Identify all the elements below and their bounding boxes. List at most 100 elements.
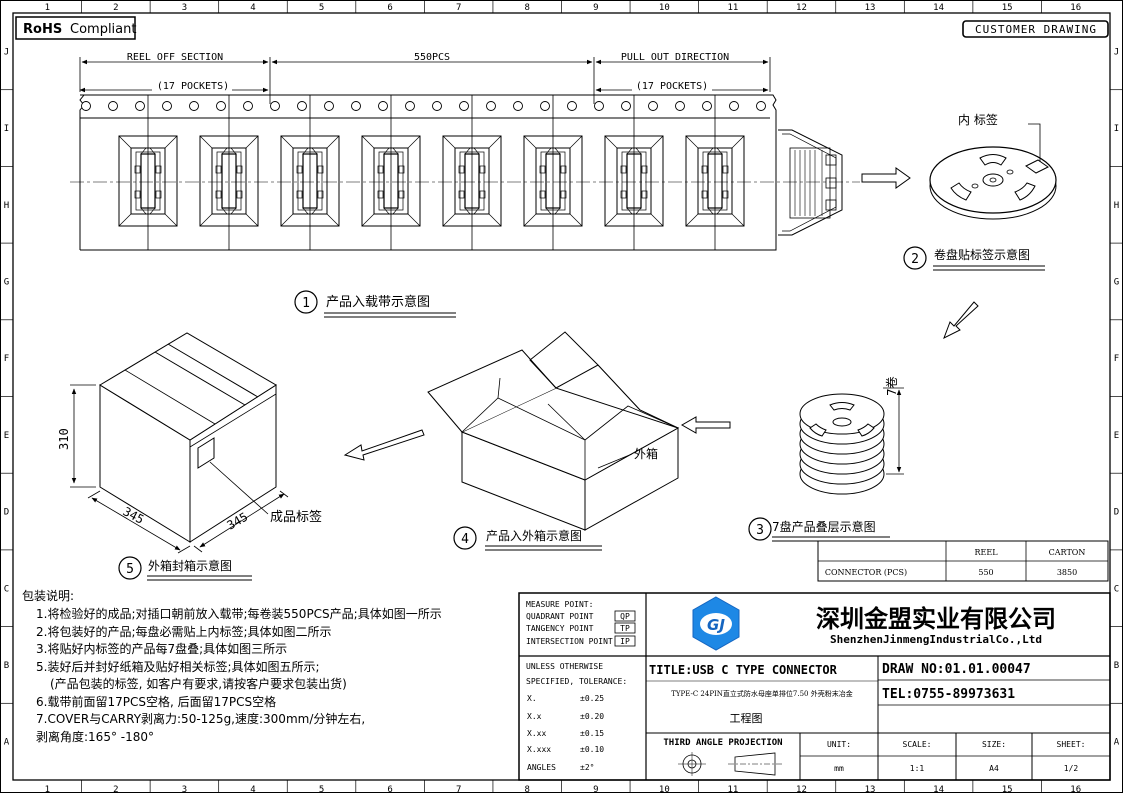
inner-label-text: 内 标签 [958,112,998,127]
section3-caption: 7盘产品叠层示意图 [772,519,876,534]
border-row-label: B [4,661,9,671]
qty-table-col-carton: CARTON [1049,548,1086,557]
border-column-label: 11 [727,3,738,13]
sprocket-hole [540,101,550,111]
reel-label-diagram: 内 标签 2 卷盘贴标签示意图 [903,112,1057,271]
border-row-label: I [4,124,9,134]
measure-qp-name: QUADRANT POINT [526,612,594,621]
sprocket-hole [594,101,604,111]
border-column-label: 1 [45,3,50,13]
border-column-label: 16 [1070,3,1081,13]
border-row-label: E [1114,431,1119,441]
scale-label: SCALE: [903,740,932,749]
border-column-label: 5 [319,3,324,13]
border-row-label: D [1114,508,1119,518]
tolerance-key-3: X.xx [527,729,546,738]
sprocket-hole [378,101,388,111]
tolerance-value-5: ±2° [580,763,594,772]
sprocket-hole [216,101,226,111]
border-column-label: 15 [1002,3,1013,13]
measure-point-title: MEASURE POINT: [526,600,593,609]
tolerance-key-4: X.xxx [527,745,551,754]
telephone: TEL:0755-89973631 [882,687,1015,702]
section4-number: 4 [461,532,469,547]
qty-table-col-reel: REEL [974,548,998,557]
section5-caption: 外箱封箱示意图 [148,558,232,573]
sprocket-hole [567,101,577,111]
draw-number: DRAW NO:01.01.00047 [882,662,1031,677]
tolerance-value-3: ±0.15 [580,729,604,738]
sprocket-hole [513,101,523,111]
sprocket-hole [81,101,91,111]
border-row-label: E [4,431,9,441]
section2-caption: 卷盘贴标签示意图 [934,247,1030,262]
border-row-label: G [1114,277,1119,287]
tape-qty-label: 550PCS [414,52,450,63]
sheet-value: 1/2 [1064,764,1079,773]
section4-number-circle [453,526,477,550]
sprocket-hole [459,101,469,111]
notes-line-3: 3.将贴好内标签的产品每7盘叠;具体如图三所示 [36,641,287,656]
tolerance-value-4: ±0.10 [580,745,604,754]
sprocket-hole [297,101,307,111]
border-column-label: 4 [250,785,255,793]
border-zone-labels: 1122334455667788991010111112121313141415… [4,3,1120,793]
rohs-bold: RoHS [23,22,62,37]
quantity-table: REEL CARTON CONNECTOR (PCS) 550 3850 [817,540,1109,582]
section3-number: 3 [756,523,764,538]
border-column-label: 3 [182,785,187,793]
sprocket-hole [270,101,280,111]
title-block: MEASURE POINT: QUADRANT POINT TANGENCY P… [518,592,1111,781]
finished-label-text: 成品标签 [270,509,322,525]
section2-number: 2 [911,252,919,267]
section1-number: 1 [302,296,310,311]
notes-title: 包装说明: [22,588,74,603]
customer-drawing-stamp: CUSTOMER DRAWING [962,20,1109,38]
border-column-label: 6 [387,785,392,793]
measure-ip-code: IP [620,637,630,646]
border-column-label: 13 [865,3,876,13]
box-height-dim: 310 [57,428,71,450]
flow-arrow-tape-to-reel [861,167,911,189]
tolerance-key-5: ANGLES [527,763,556,772]
sprocket-hole [729,101,739,111]
section2-number-circle [903,246,927,270]
scale-value: 1:1 [910,764,925,773]
border-column-label: 8 [525,785,530,793]
border-row-label: A [1114,738,1120,748]
sprocket-hole [189,101,199,111]
border-column-label: 15 [1002,785,1013,793]
sprocket-hole [405,101,415,111]
customer-drawing-text: CUSTOMER DRAWING [975,23,1097,36]
sprocket-hole [621,101,631,111]
border-column-label: 9 [593,785,598,793]
tolerance-key-2: X.x [527,712,542,721]
flow-arrow-stack-to-box [680,416,731,434]
border-column-label: 12 [796,785,807,793]
stacked-reels-diagram: 7卷 3 7盘产品叠层示意图 [748,376,904,542]
border-column-label: 4 [250,3,255,13]
company-name-en: ShenzhenJinmengIndustrialCo.,Ltd [830,633,1042,646]
border-column-label: 11 [727,785,738,793]
carrier-tape-diagram: REEL OFF SECTION 550PCS PULL OUT DIRECTI… [70,52,911,318]
border-column-label: 2 [113,3,118,13]
rohs-badge: RoHS Compliant [15,16,136,40]
sprocket-hole [243,101,253,111]
unit-value: mm [834,764,844,773]
projection-label: THIRD ANGLE PROJECTION [663,738,782,748]
drawing-title: TITLE:USB C TYPE CONNECTOR [649,663,838,677]
qty-table-row-label: CONNECTOR (PCS) [825,568,907,577]
border-column-label: 7 [456,785,461,793]
tolerance-value-1: ±0.25 [580,694,604,703]
tolerance-header-2: SPECIFIED, TOLERANCE: [526,677,627,686]
pockets-left-label: (17 POCKETS) [157,81,229,92]
drawing-type: 工程图 [730,712,763,725]
border-column-label: 13 [865,785,876,793]
tape-side-view [778,129,843,236]
section4-caption: 产品入外箱示意图 [486,528,582,543]
border-row-label: H [1114,201,1119,211]
section3-number-circle [748,517,772,541]
notes-line-7: 7.COVER与CARRY剥离力:50-125g,速度:300mm/分钟左右, [36,711,365,726]
border-column-label: 12 [796,3,807,13]
